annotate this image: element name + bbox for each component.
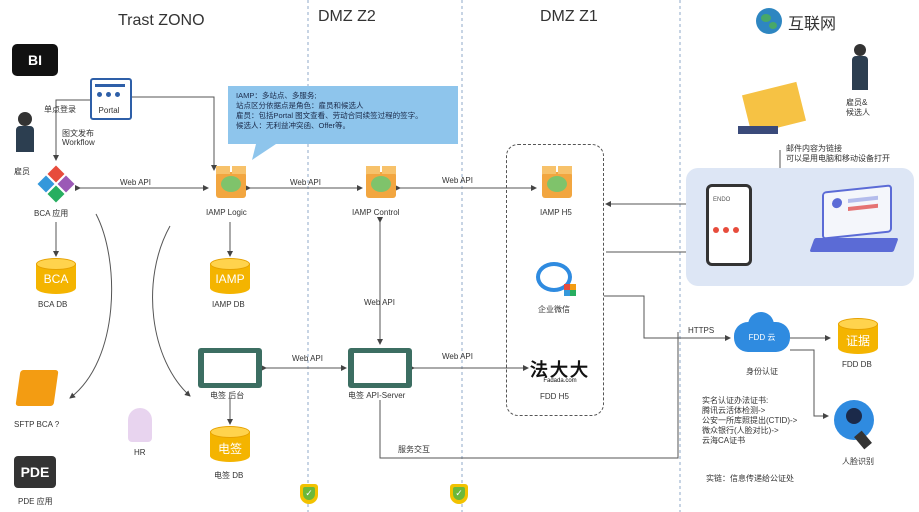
edge-bca-sftp bbox=[69, 213, 113, 399]
iamp-h5-icon[interactable] bbox=[542, 166, 572, 198]
bi-box[interactable]: BI bbox=[12, 44, 58, 76]
edge-portal-bca bbox=[53, 99, 94, 161]
service-label: 服务交互 bbox=[398, 445, 430, 454]
iamp-h5-label: IAMP H5 bbox=[540, 208, 572, 217]
email-note-2: 可以是用电脑和移动设备打开 bbox=[786, 154, 890, 163]
pde-icon[interactable]: PDE bbox=[14, 456, 56, 488]
esign-backend-icon[interactable] bbox=[198, 348, 262, 388]
wecom-label: 企业微信 bbox=[538, 305, 570, 314]
zone-title-trast: Trast ZONO bbox=[118, 12, 205, 29]
callout-line-4: 候选人：无利益冲突函、Offer等。 bbox=[236, 121, 351, 130]
candidate-icon bbox=[854, 44, 866, 56]
zone-title-dmz1: DMZ Z1 bbox=[540, 8, 598, 25]
bca-app-icon[interactable] bbox=[37, 165, 75, 203]
dmz1-group-box bbox=[506, 144, 604, 416]
sftp-folder-icon[interactable] bbox=[15, 370, 59, 406]
portal-label: Portal bbox=[98, 106, 120, 115]
edge-portal-iamp bbox=[130, 96, 217, 171]
web-api-label-5: Web API bbox=[292, 354, 323, 363]
wecom-badge-icon bbox=[564, 284, 576, 296]
security-shield-icon-2: ✓ bbox=[450, 484, 468, 504]
bca-app-label: BCA 应用 bbox=[34, 209, 69, 218]
web-api-label-2: Web API bbox=[290, 178, 321, 187]
publish-label: 图文发布 bbox=[62, 129, 94, 138]
iamp-logic-label: IAMP Logic bbox=[206, 208, 247, 217]
fdd-h5-label: FDD H5 bbox=[540, 392, 569, 401]
candidate-label-2: 候选人 bbox=[846, 108, 870, 117]
https-label: HTTPS bbox=[688, 326, 715, 335]
callout-line-2: 站点区分依据点是角色：雇员和候选人 bbox=[236, 101, 364, 110]
bca-db-label: BCA DB bbox=[38, 300, 68, 309]
cert-line-1: 实名认证办法证书: bbox=[702, 396, 769, 405]
bca-db-icon: BCA bbox=[36, 258, 76, 298]
fdd-db-icon: 证据 bbox=[838, 318, 878, 358]
fdd-cloud-icon[interactable]: FDD 云 bbox=[734, 312, 790, 352]
callout-line-3: 雇员：包括Portal 图文查看、劳动合同续签过程的签字。 bbox=[236, 111, 423, 120]
callout-line-1: IAMP：多站点、多服务; bbox=[236, 91, 317, 100]
edge-cloud-face bbox=[790, 349, 829, 419]
iamp-control-icon[interactable] bbox=[366, 166, 396, 198]
laptop-base-icon bbox=[809, 238, 899, 252]
esign-db-icon: 电签 bbox=[210, 426, 250, 466]
cert-line-3: 公安一所库照提出(CTID)-> bbox=[702, 416, 798, 425]
employee-icon bbox=[18, 112, 32, 126]
realchain-label: 实链：信息传递给公证处 bbox=[706, 474, 794, 483]
fdd-logo-sub: Fadada.com bbox=[543, 378, 577, 384]
employee-body bbox=[16, 126, 34, 152]
hr-label: HR bbox=[134, 448, 146, 457]
workflow-label: Workflow bbox=[62, 138, 95, 147]
iamp-db-label: IAMP DB bbox=[212, 300, 245, 309]
single-login-label: 单点登录 bbox=[44, 105, 76, 114]
edge-service bbox=[379, 332, 679, 459]
candidate-label-1: 雇员& bbox=[846, 98, 868, 107]
iamp-control-label: IAMP Control bbox=[352, 208, 400, 217]
zone-title-dmz2: DMZ Z2 bbox=[318, 8, 376, 25]
globe-icon bbox=[756, 8, 782, 34]
cert-line-4: 微众银行(人脸对比)-> bbox=[702, 426, 779, 435]
candidate-body bbox=[852, 56, 868, 90]
iamp-db-icon: IAMP bbox=[210, 258, 250, 298]
hr-avatar-icon bbox=[128, 408, 152, 442]
zone-title-internet: 互联网 bbox=[788, 16, 837, 33]
face-recognition-label: 人脸识别 bbox=[842, 457, 874, 466]
esign-db-label: 电签 DB bbox=[214, 471, 244, 480]
web-api-label-6: Web API bbox=[442, 352, 473, 361]
iamp-callout: IAMP：多站点、多服务; 站点区分依据点是角色：雇员和候选人 雇员：包括Por… bbox=[228, 86, 458, 144]
security-shield-icon: ✓ bbox=[300, 484, 318, 504]
esign-backend-label: 电签 后台 bbox=[210, 391, 245, 400]
face-recognition-icon bbox=[834, 400, 874, 440]
identity-label: 身份认证 bbox=[746, 367, 778, 376]
employee-label: 雇员 bbox=[14, 167, 30, 176]
cert-line-2: 腾讯云活体检测-> bbox=[702, 406, 766, 415]
fdd-logo: 法大大 bbox=[530, 360, 590, 380]
email-note-1: 邮件内容为链接 bbox=[786, 144, 842, 153]
web-api-label-3: Web API bbox=[442, 176, 473, 185]
laptop-screen-icon bbox=[822, 184, 892, 240]
iamp-logic-icon[interactable] bbox=[216, 166, 246, 198]
phone-icon: ENDO bbox=[706, 184, 752, 266]
esign-api-icon[interactable] bbox=[348, 348, 412, 388]
pde-app-label: PDE 应用 bbox=[18, 497, 53, 506]
edge-hr-esign bbox=[152, 225, 191, 397]
edge-https bbox=[604, 295, 731, 341]
web-api-label-1: Web API bbox=[120, 178, 151, 187]
esign-api-label: 电签 API-Server bbox=[348, 391, 406, 400]
portal-icon[interactable] bbox=[90, 78, 132, 120]
sftp-label: SFTP BCA ? bbox=[14, 420, 60, 429]
web-api-label-4: Web API bbox=[364, 298, 395, 307]
cert-line-5: 云海CA证书 bbox=[702, 436, 746, 445]
wecom-icon[interactable] bbox=[536, 262, 572, 292]
fdd-db-label: FDD DB bbox=[842, 360, 872, 369]
email-laptop-icon bbox=[738, 126, 778, 134]
